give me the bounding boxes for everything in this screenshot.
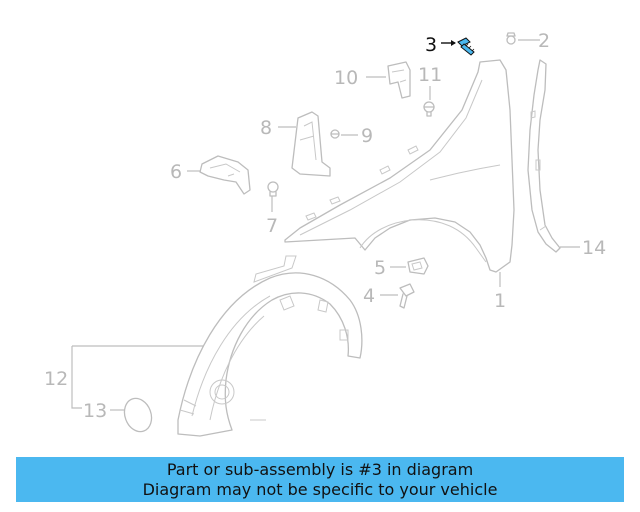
callout-14: 14 [582, 237, 606, 259]
bolt-part-3-highlighted [457, 37, 475, 56]
cap-part-13 [123, 397, 153, 433]
callout-9: 9 [361, 125, 373, 147]
callout-13: 13 [83, 400, 107, 422]
callout-11: 11 [418, 64, 442, 86]
clip-part-5 [407, 257, 429, 275]
clip-part-2 [506, 32, 516, 45]
clip-part-7 [267, 181, 279, 197]
seal-part-14 [527, 59, 561, 253]
leader-lines [71, 39, 580, 411]
fender-liner-part-12 [177, 255, 363, 437]
banner-line-part-number: Part or sub-assembly is #3 in diagram [166, 460, 474, 479]
bracket-part-10 [387, 61, 411, 99]
callout-1: 1 [494, 290, 506, 312]
callout-7: 7 [266, 215, 278, 237]
callout-5: 5 [374, 257, 386, 279]
bracket-part-8 [291, 111, 331, 177]
clip-part-9 [330, 129, 340, 139]
clip-part-11 [423, 101, 435, 117]
callout-3: 3 [425, 34, 437, 56]
callout-6: 6 [170, 161, 182, 183]
callout-8: 8 [260, 117, 272, 139]
callout-4: 4 [363, 285, 375, 307]
banner-line-disclaimer: Diagram may not be specific to your vehi… [142, 480, 498, 499]
info-banner: Part or sub-assembly is #3 in diagram Di… [16, 457, 624, 502]
parts-diagram: 1 2 3 4 5 6 7 8 9 10 11 12 13 14 [44, 30, 606, 437]
fender-part [284, 59, 515, 273]
hinge-bracket-part-6 [199, 155, 251, 195]
screw-part-4 [399, 283, 415, 309]
callout-10: 10 [334, 67, 358, 89]
callout-labels: 1 2 3 4 5 6 7 8 9 10 11 12 13 14 [44, 30, 606, 422]
callout-2: 2 [538, 30, 550, 52]
callout-12: 12 [44, 368, 68, 390]
